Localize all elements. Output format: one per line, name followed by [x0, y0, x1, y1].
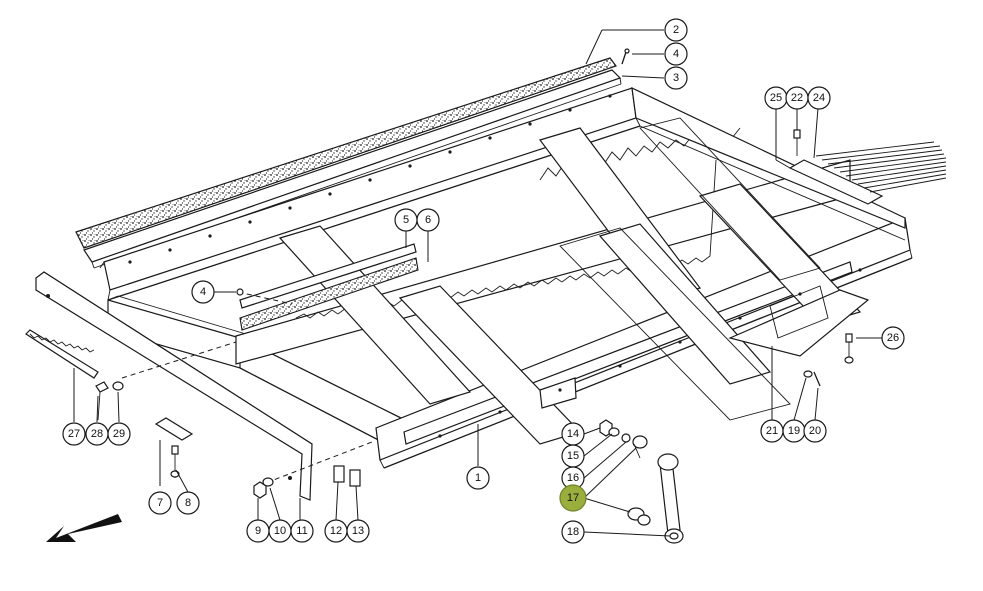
callout-21[interactable]: 21	[760, 419, 784, 443]
svg-text:8: 8	[185, 497, 191, 509]
washer-29	[112, 381, 124, 391]
callout-10[interactable]: 10	[268, 519, 292, 543]
bolt-22	[793, 129, 801, 156]
svg-text:15: 15	[567, 450, 579, 462]
svg-text:1: 1	[475, 472, 481, 484]
svg-text:14: 14	[567, 428, 579, 440]
callout-14[interactable]: 14	[561, 422, 585, 446]
svg-text:13: 13	[352, 525, 364, 537]
svg-text:28: 28	[91, 428, 103, 440]
grit-strip-6	[239, 257, 419, 331]
link-arm-18	[657, 453, 684, 544]
svg-text:24: 24	[813, 92, 825, 104]
svg-text:27: 27	[68, 428, 80, 440]
callout-4-top[interactable]: 4	[664, 42, 688, 66]
svg-text:9: 9	[255, 525, 261, 537]
clip-12	[333, 465, 345, 483]
callout-27[interactable]: 27	[62, 422, 86, 446]
wear-strip-5	[239, 243, 417, 309]
callout-17-highlighted[interactable]: 17	[559, 484, 587, 512]
bushing-lower	[627, 507, 651, 526]
washer-10	[262, 477, 274, 487]
callout-20[interactable]: 20	[803, 419, 827, 443]
bushing-upper	[632, 435, 648, 459]
svg-text:17: 17	[567, 492, 579, 504]
callout-28[interactable]: 28	[85, 422, 109, 446]
svg-text:21: 21	[766, 425, 778, 437]
callout-7[interactable]: 7	[148, 491, 172, 515]
callout-16[interactable]: 16	[561, 466, 585, 490]
svg-text:16: 16	[567, 472, 579, 484]
mounting-holes	[128, 94, 862, 438]
pin-4-top	[621, 48, 630, 65]
side-plate-11	[35, 271, 313, 501]
svg-text:20: 20	[809, 425, 821, 437]
callout-5[interactable]: 5	[394, 208, 418, 232]
callout-9[interactable]: 9	[246, 519, 270, 543]
svg-text:29: 29	[113, 428, 125, 440]
center-bracket	[539, 377, 577, 409]
bolt-8	[170, 445, 180, 478]
callout-25[interactable]: 25	[764, 86, 788, 110]
callout-2[interactable]: 2	[664, 18, 688, 42]
callout-22[interactable]: 22	[785, 86, 809, 110]
hinge-7	[154, 417, 194, 486]
svg-text:18: 18	[567, 526, 579, 538]
svg-text:11: 11	[296, 525, 307, 537]
callout-24[interactable]: 24	[807, 86, 831, 110]
svg-text:12: 12	[330, 525, 342, 537]
toothed-bar-27	[25, 329, 99, 379]
callout-29[interactable]: 29	[107, 422, 131, 446]
pin-4-mid	[236, 288, 244, 296]
arrow-down-left-icon	[46, 514, 122, 542]
left-side-rail	[107, 295, 406, 447]
svg-text:3: 3	[673, 72, 679, 84]
callout-4-mid[interactable]: 4	[191, 280, 215, 304]
callout-13[interactable]: 13	[346, 519, 370, 543]
callout-15[interactable]: 15	[561, 444, 585, 468]
svg-text:19: 19	[788, 425, 800, 437]
svg-text:6: 6	[425, 214, 431, 226]
clip-13	[349, 469, 361, 487]
pin-20	[813, 371, 821, 387]
svg-text:25: 25	[770, 92, 782, 104]
callout-3[interactable]: 3	[664, 66, 688, 90]
callout-12[interactable]: 12	[324, 519, 348, 543]
bolt-26	[844, 333, 854, 364]
cross-members	[278, 117, 862, 445]
svg-text:26: 26	[887, 332, 899, 344]
nut-9	[253, 481, 267, 499]
washer-19	[803, 370, 813, 378]
svg-text:4: 4	[673, 48, 679, 60]
callout-18[interactable]: 18	[561, 520, 585, 544]
svg-text:2: 2	[673, 24, 679, 36]
svg-text:22: 22	[791, 92, 803, 104]
svg-text:7: 7	[157, 497, 163, 509]
leader-lines	[73, 29, 882, 537]
callout-26[interactable]: 26	[881, 326, 905, 350]
rasp-bar	[83, 69, 622, 269]
assembly-dashed-lines	[121, 291, 373, 487]
svg-text:10: 10	[274, 525, 286, 537]
shield-plate-21	[728, 285, 870, 357]
callout-6[interactable]: 6	[416, 208, 440, 232]
callout-8[interactable]: 8	[176, 491, 200, 515]
washer-16	[621, 433, 631, 443]
callout-19[interactable]: 19	[782, 419, 806, 443]
grit-strip	[75, 57, 617, 249]
callout-1[interactable]: 1	[466, 466, 490, 490]
bolt-28	[95, 381, 109, 421]
grating-24	[788, 141, 947, 205]
svg-text:4: 4	[200, 286, 206, 298]
callout-11[interactable]: 11	[290, 519, 314, 543]
svg-text:5: 5	[403, 214, 409, 226]
